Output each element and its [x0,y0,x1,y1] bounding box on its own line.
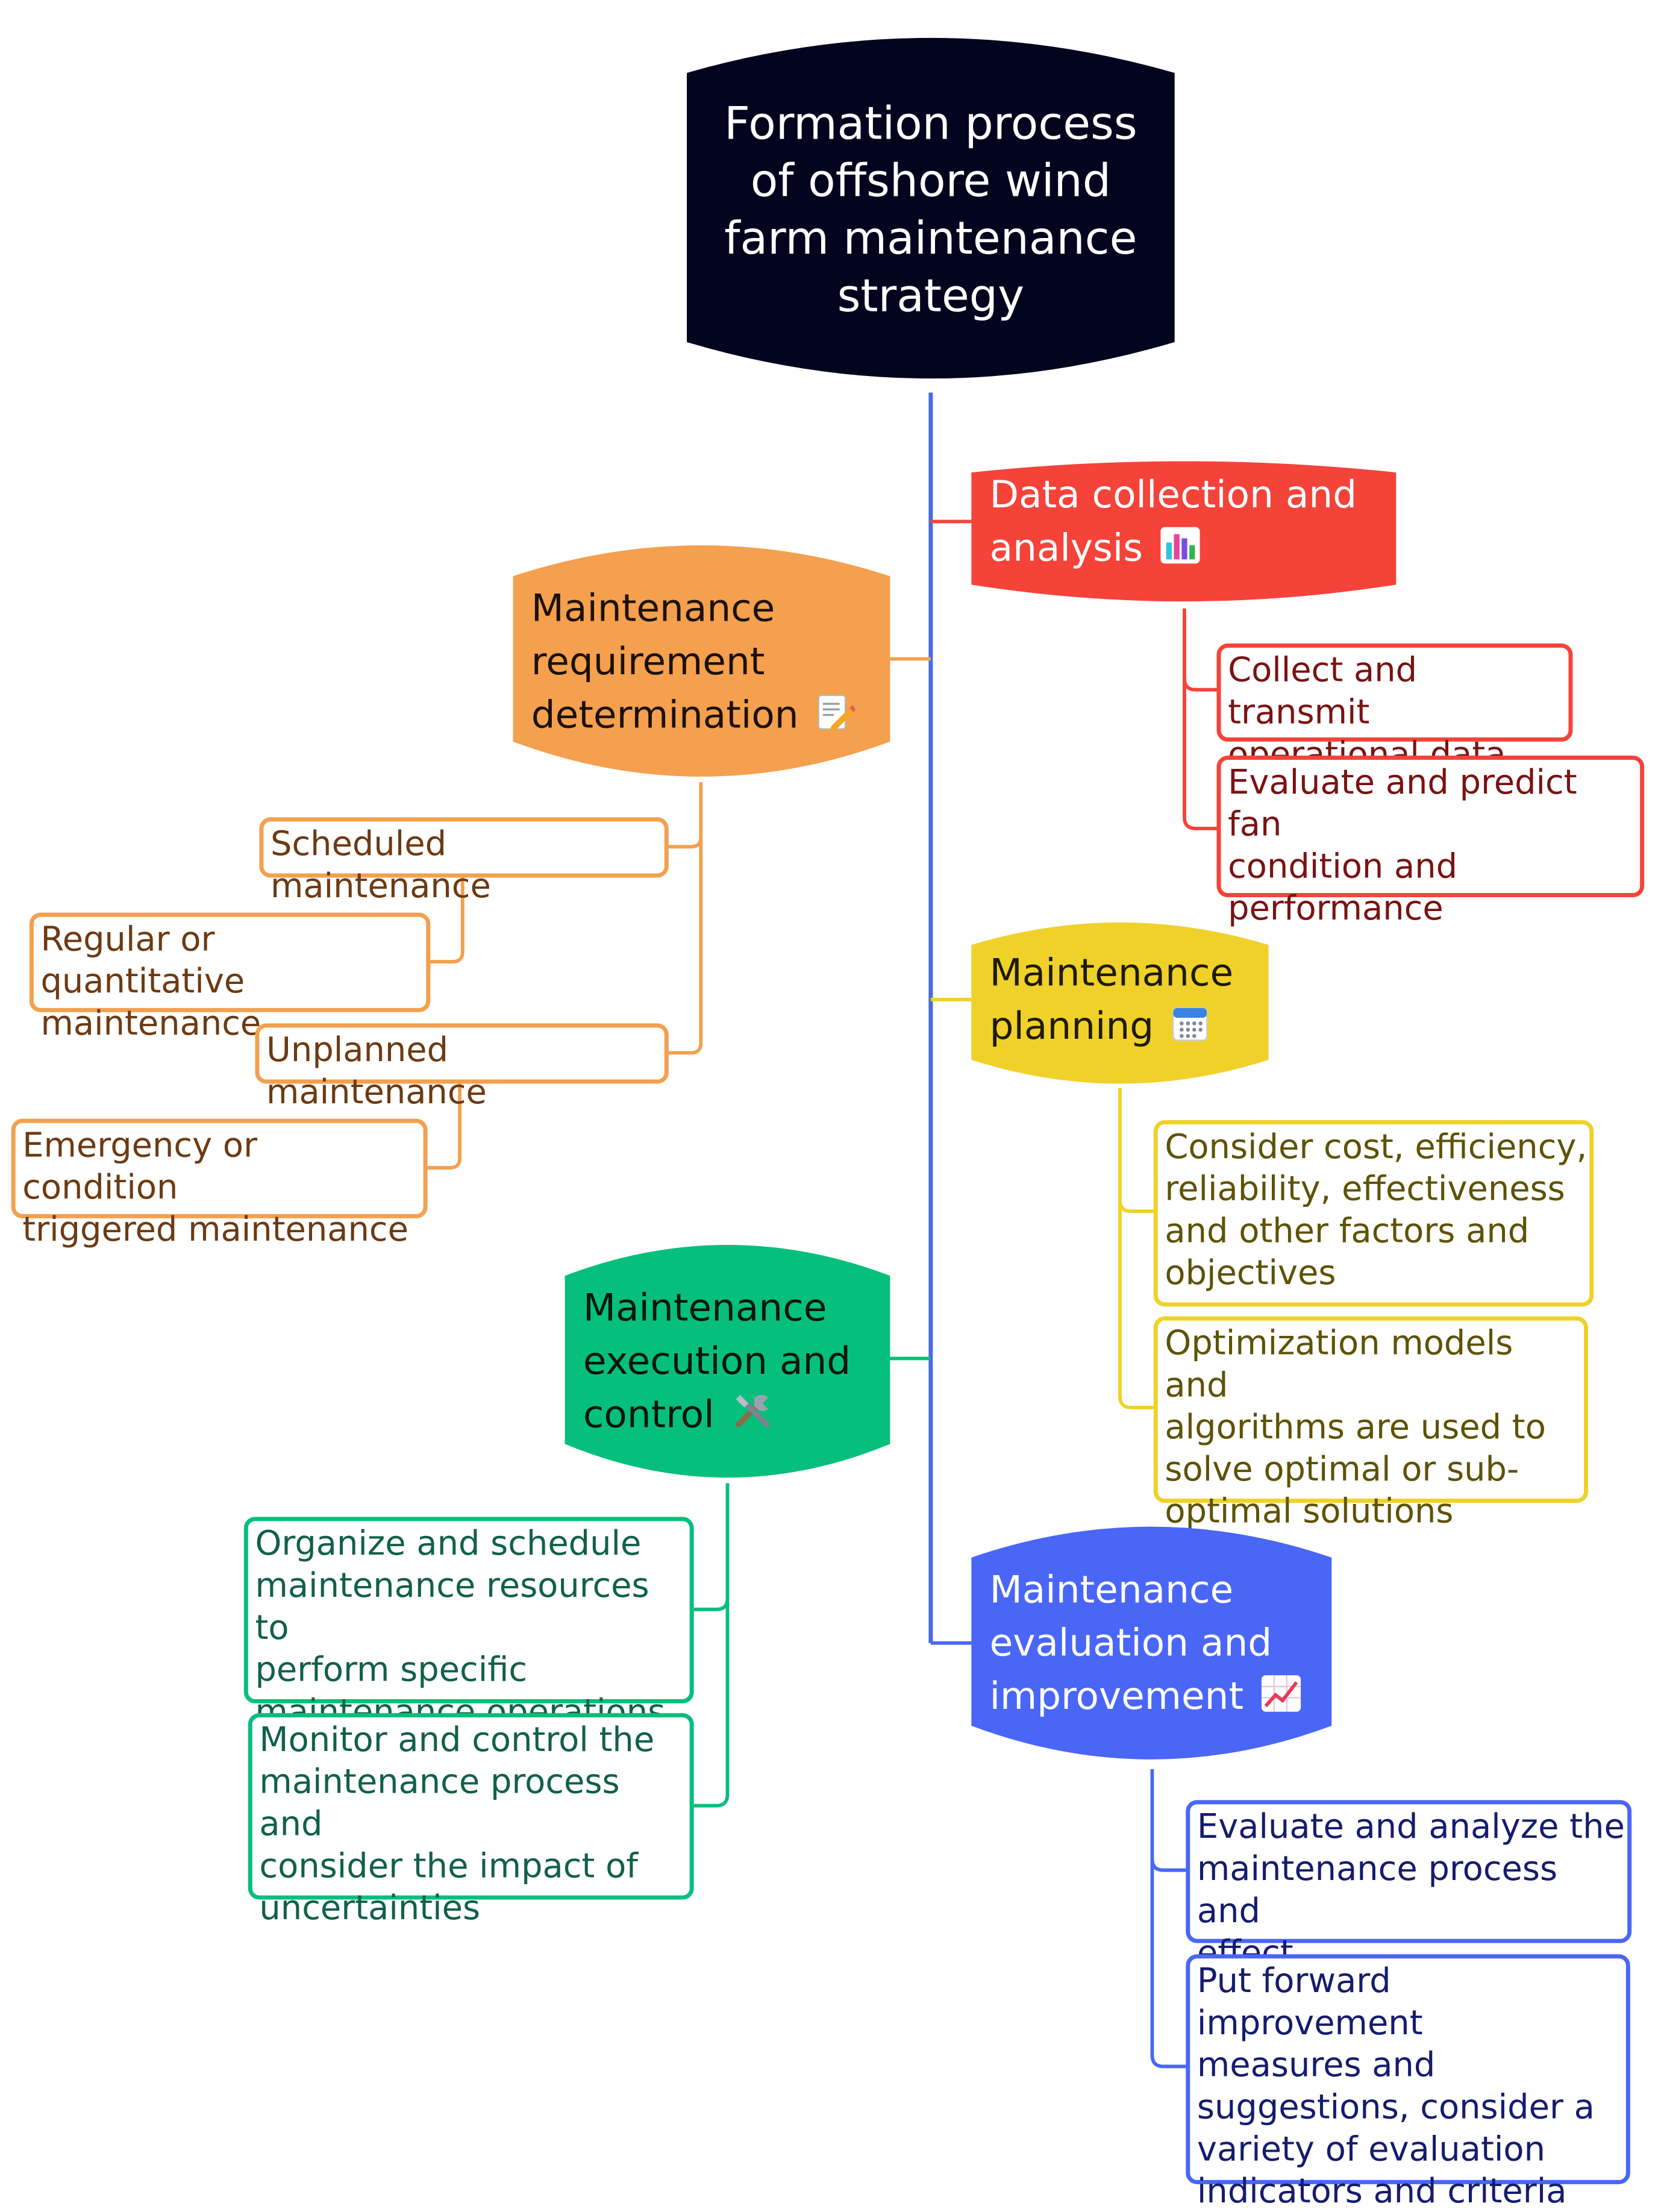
bar-chart-icon [1160,525,1202,580]
calendar-icon [1171,1004,1210,1059]
connector-planning-items [1118,1088,1154,1409]
root-topic-shape [687,37,1175,379]
leaf-collect-transmit[interactable]: Collect and transmit operational data [1216,643,1573,774]
topic-execution-shape [565,1245,890,1478]
topic-planning[interactable]: Maintenance planning [971,914,1269,1089]
topic-evaluation-label: Maintenance evaluation and improvement [989,1568,1272,1719]
topic-planning-label: Maintenance planning [989,951,1234,1049]
leaf-unplanned-maintenance[interactable]: Unplanned maintenance [255,1023,669,1112]
leaf-monitor-control[interactable]: Monitor and control the maintenance proc… [248,1713,694,1928]
topic-data-collection[interactable]: Data collection and analysis [971,456,1397,610]
topic-requirement[interactable]: Maintenance requirement determination [513,537,890,783]
topic-evaluation[interactable]: Maintenance evaluation and improvement [971,1518,1332,1768]
leaf-scheduled-maintenance[interactable]: Scheduled maintenance [259,817,669,906]
connector-unplanned-sub [427,1083,462,1170]
topic-data-collection-label: Data collection and analysis [989,474,1357,571]
connector-scheduled-sub [430,877,465,963]
topic-evaluation-shape [971,1526,1332,1759]
leaf-evaluate-predict[interactable]: Evaluate and predict fan condition and p… [1216,756,1645,928]
tools-icon [731,1390,774,1447]
connector-requirement-items [668,782,703,1055]
trending-up-chart-icon [1260,1674,1303,1729]
root-topic[interactable]: Formation process of offshore wind farm … [687,20,1175,396]
leaf-optimization-models[interactable]: Optimization models and algorithms are u… [1153,1316,1589,1531]
topic-planning-shape [971,922,1269,1084]
memo-pencil-icon [816,692,857,747]
root-topic-label: Formation process of offshore wind farm … [724,96,1137,323]
connector-execution-items [693,1483,730,1808]
leaf-emergency-condition[interactable]: Emergency or condition triggered mainten… [11,1118,428,1249]
leaf-organize-schedule[interactable]: Organize and schedule maintenance resour… [243,1517,694,1731]
leaf-regular-quantitative[interactable]: Regular or quantitative maintenance [29,912,431,1043]
leaf-evaluate-analyze[interactable]: Evaluate and analyze the maintenance pro… [1186,1800,1632,1973]
leaf-put-forward[interactable]: Put forward improvement measures and sug… [1186,1954,1630,2211]
topic-execution-label: Maintenance execution and control [583,1286,851,1437]
connector-data-collection-items [1183,608,1217,830]
topic-requirement-shape [513,545,890,777]
topic-requirement-label: Maintenance requirement determination [531,587,799,738]
topic-execution[interactable]: Maintenance execution and control [565,1236,890,1485]
leaf-consider-cost[interactable]: Consider cost, efficiency, reliability, … [1153,1120,1594,1307]
connector-evaluation-items [1150,1769,1186,2069]
